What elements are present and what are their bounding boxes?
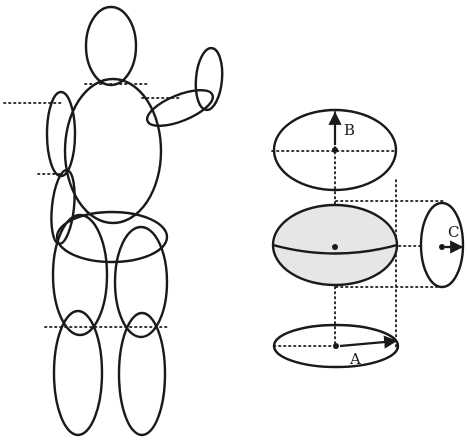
label-b: B (344, 121, 355, 139)
pelvis-ellipse (55, 210, 169, 264)
top-view-center-point (332, 147, 338, 153)
left-thigh-ellipse (51, 213, 109, 337)
left-shin-ellipse (52, 309, 104, 437)
label-a: A (349, 350, 361, 368)
left-forearm-ellipse (50, 168, 76, 246)
bottom-view-ellipse (272, 323, 400, 369)
top-view-ellipse (272, 108, 398, 192)
ellipsoid-figure (3, 5, 224, 437)
right-thigh-ellipse (113, 225, 169, 339)
torso-ellipse (63, 77, 163, 225)
ellipsoid-center-point (332, 244, 338, 250)
bottom-view-center-point (333, 343, 339, 349)
label-c: C (448, 223, 459, 241)
left-upper-arm-ellipse (45, 90, 77, 178)
head-ellipse (84, 5, 138, 87)
side-view-center-point (439, 244, 445, 250)
right-forearm-ellipse (194, 46, 224, 112)
a-axis-arrow (339, 335, 398, 349)
ellipsoid-equator-curve (272, 243, 398, 255)
ellipsoid-projections: B C A (271, 108, 465, 369)
right-upper-arm-ellipse (145, 88, 215, 128)
right-shin-ellipse (117, 311, 167, 437)
